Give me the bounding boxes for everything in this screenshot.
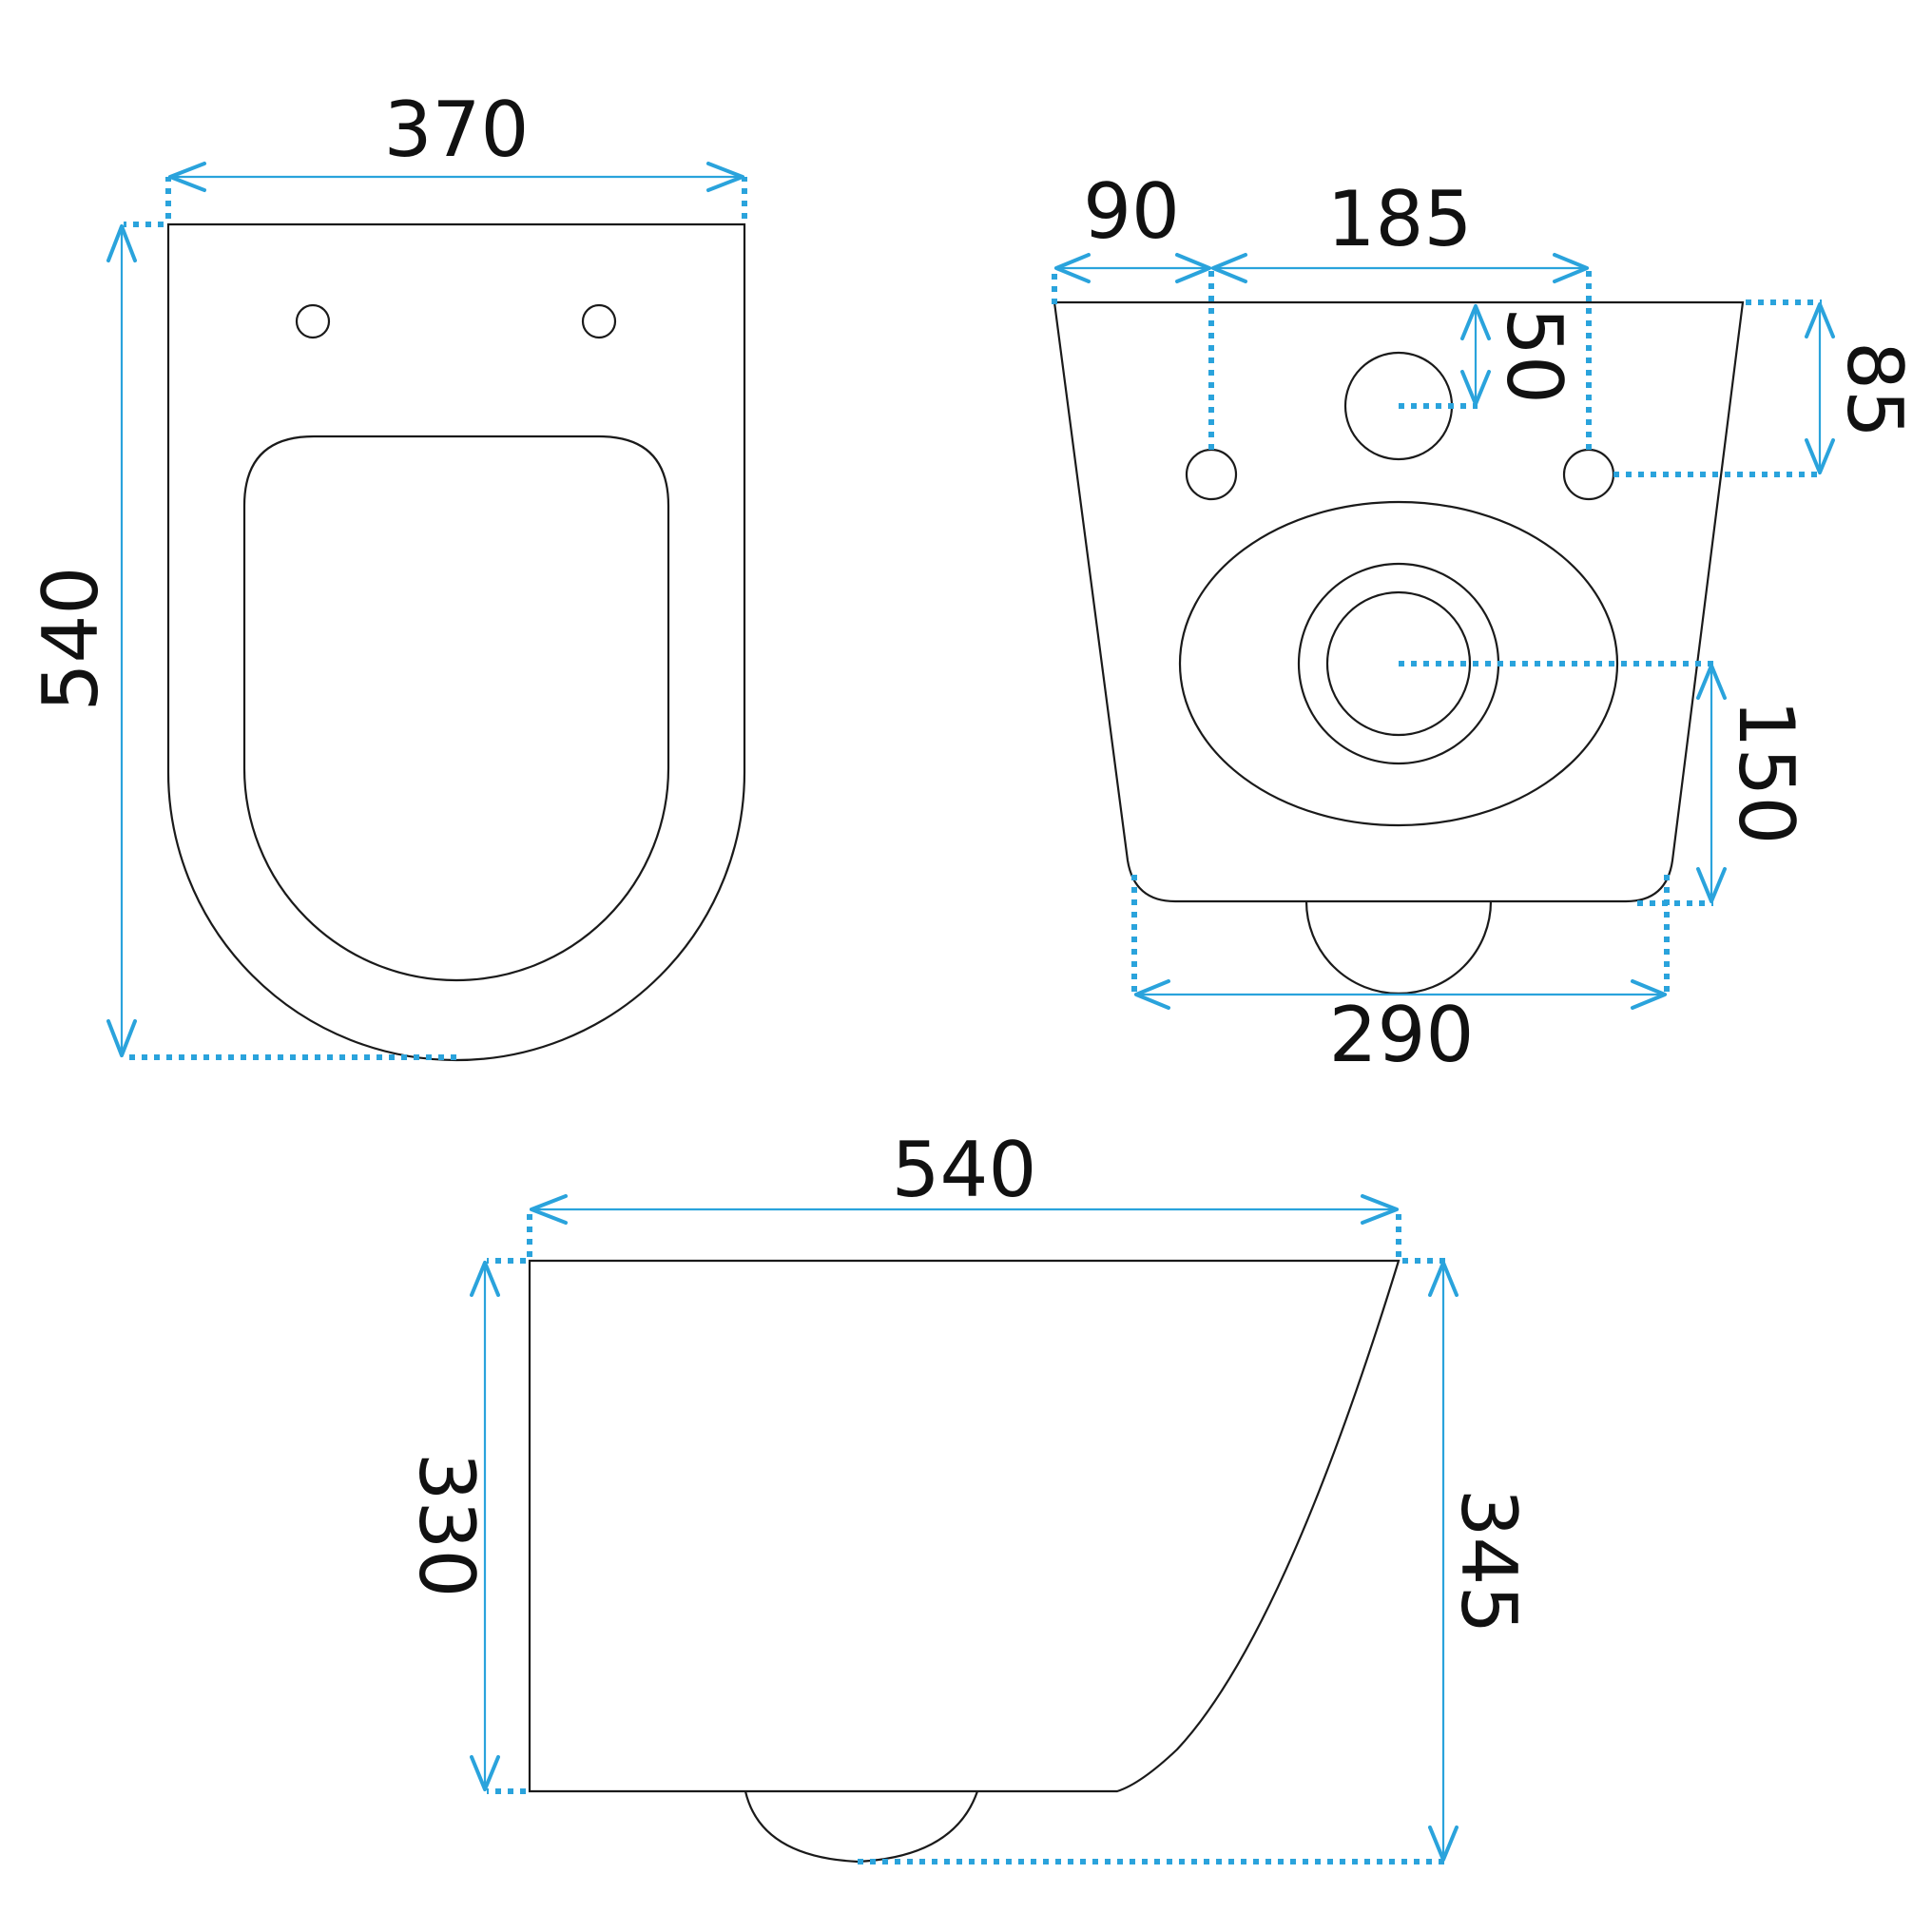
top-width-arrow-left: [168, 162, 206, 192]
top-view-right-fixing-hole: [581, 303, 617, 339]
front-view-outlet-bulge: [1304, 900, 1493, 995]
front-offset-arrow-right: [1175, 253, 1211, 283]
front-offset-label: 90: [1083, 167, 1180, 256]
side-body-height-label: 330: [402, 1453, 491, 1598]
front-inlet-label: 50: [1490, 307, 1578, 404]
front-right-fixing-hole: [1562, 448, 1615, 501]
side-view-outlet-bulge: [744, 1790, 979, 1864]
side-total-height-label: 345: [1444, 1489, 1533, 1634]
front-hole-height-label: 85: [1830, 341, 1919, 438]
top-length-arrow-top: [106, 224, 137, 262]
side-length-arrow-left: [530, 1194, 568, 1225]
top-view-outline: [166, 222, 746, 1062]
front-base-label: 290: [1329, 991, 1475, 1079]
front-hole-spacing-arrow-right: [1553, 253, 1589, 283]
side-body-height-arrow-top: [470, 1261, 500, 1297]
front-base-arrow-left: [1134, 979, 1170, 1010]
front-hole-spacing-arrow-left: [1211, 253, 1247, 283]
front-outlet-height-arrow-top: [1696, 664, 1727, 700]
side-total-height-arrow-top: [1428, 1261, 1459, 1297]
side-length-label: 540: [892, 1126, 1037, 1214]
front-offset-arrow-left: [1054, 253, 1091, 283]
side-view-outline: [528, 1259, 1401, 1793]
front-hole-spacing-label: 185: [1327, 175, 1473, 263]
front-hole-height-arrow-bottom: [1805, 438, 1835, 474]
top-view-left-fixing-hole: [295, 303, 331, 339]
front-inlet-arrow-bottom: [1460, 370, 1491, 406]
front-hole-height-arrow-top: [1805, 302, 1835, 338]
front-outlet-inner: [1325, 590, 1472, 737]
front-inlet-arrow-top: [1460, 304, 1491, 340]
top-view: 370 540: [27, 86, 747, 1062]
front-view-outline: [1053, 300, 1745, 903]
side-total-height-arrow-bottom: [1428, 1826, 1459, 1862]
side-length-arrow-right: [1361, 1194, 1399, 1225]
front-outlet-height-label: 150: [1722, 700, 1810, 845]
side-body-height-arrow-bottom: [470, 1755, 500, 1791]
front-outlet-height-arrow-bottom: [1696, 867, 1727, 903]
top-length-label: 540: [27, 567, 115, 712]
front-view: 90 185 50 85 150 290: [1052, 167, 1919, 1079]
top-length-arrow-bottom: [106, 1019, 137, 1057]
top-view-seat-lid: [242, 435, 670, 982]
side-view: 540 330 345: [402, 1126, 1533, 1864]
front-left-fixing-hole: [1185, 448, 1238, 501]
front-bowl-rim: [1178, 500, 1619, 827]
front-base-arrow-right: [1631, 979, 1667, 1010]
top-width-arrow-right: [706, 162, 744, 192]
top-width-label: 370: [384, 86, 530, 174]
